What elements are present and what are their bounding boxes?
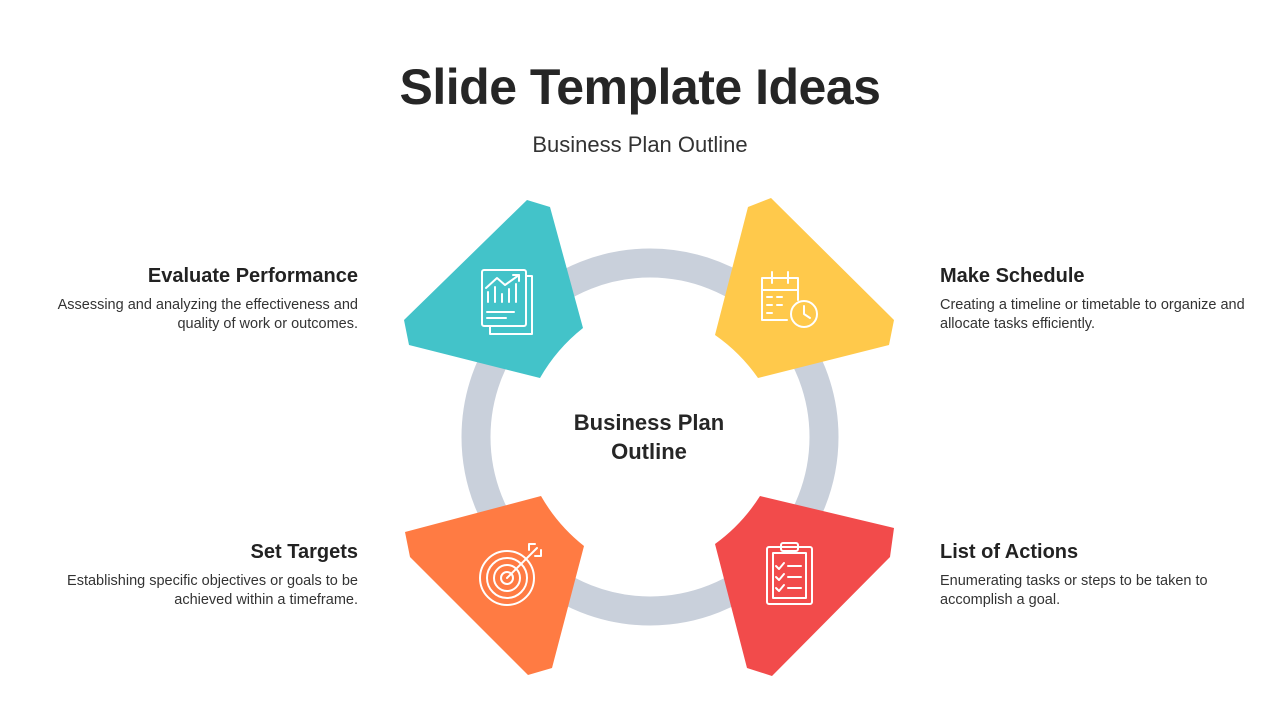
item-description: Creating a timeline or timetable to orga… xyxy=(940,297,1245,332)
item-list-of-actions: List of Actions Enumerating tasks or ste… xyxy=(940,541,1260,610)
item-set-targets: Set Targets Establishing specific object… xyxy=(38,541,358,610)
item-heading: Set Targets xyxy=(250,541,358,563)
center-label: Business Plan Outline xyxy=(573,410,725,464)
report-chart-icon xyxy=(481,269,533,335)
item-heading: Make Schedule xyxy=(940,265,1085,287)
petal-evaluate-performance xyxy=(404,200,583,378)
clipboard-checklist-icon xyxy=(766,542,813,605)
cycle-ring xyxy=(461,248,839,626)
item-heading: List of Actions xyxy=(940,541,1079,563)
item-description: Enumerating tasks or steps to be taken t… xyxy=(940,573,1208,608)
item-evaluate-performance: Evaluate Performance Assessing and analy… xyxy=(38,265,358,334)
petal-make-schedule xyxy=(715,198,894,378)
item-make-schedule: Make Schedule Creating a timeline or tim… xyxy=(940,265,1260,334)
petal-set-targets xyxy=(405,496,584,675)
calendar-clock-icon xyxy=(761,271,818,328)
slide-subtitle: Business Plan Outline xyxy=(532,132,748,157)
item-description: Establishing specific objectives or goal… xyxy=(67,573,358,608)
slide-title: Slide Template Ideas xyxy=(399,59,881,115)
petal-list-of-actions xyxy=(715,496,894,676)
item-description: Assessing and analyzing the effectivenes… xyxy=(57,297,358,332)
target-arrow-icon xyxy=(479,543,542,606)
item-heading: Evaluate Performance xyxy=(147,265,358,287)
